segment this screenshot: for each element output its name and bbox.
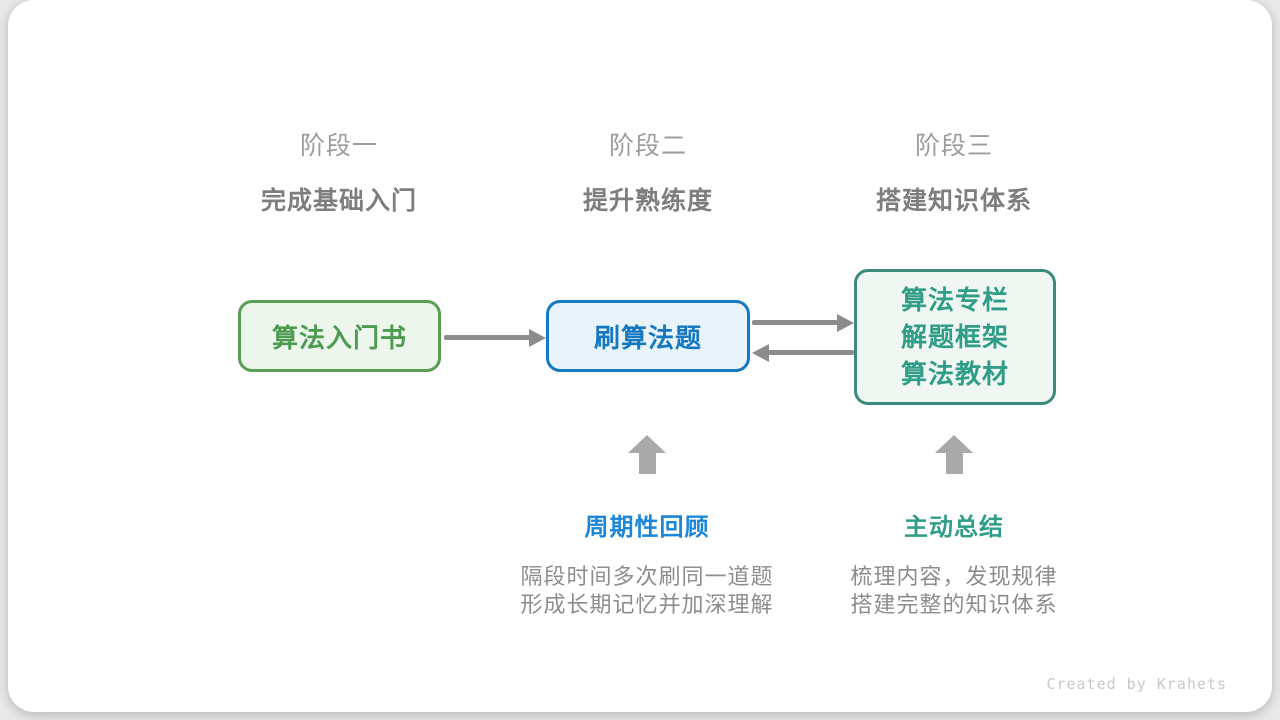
desc-line: 梳理内容，发现规律 — [850, 564, 1058, 589]
node-practice-label: 刷算法题 — [593, 322, 702, 353]
arrow-right-head-icon — [529, 328, 546, 347]
annotation-active-summary: 主动总结 梳理内容，发现规律 搭建完整的知识体系 — [850, 507, 1057, 619]
arrow-shaft — [444, 335, 530, 340]
node-resources-line-3: 算法教材 — [900, 358, 1009, 389]
up-arrow-head — [935, 435, 973, 453]
stage-2-subtitle: 提升熟练度 — [582, 187, 714, 215]
up-arrow-head — [628, 435, 666, 453]
stage-1-header: 阶段一 完成基础入门 — [261, 126, 417, 217]
annotation-periodic-review-desc: 隔段时间多次刷同一道题 形成长期记忆并加深理解 — [520, 563, 773, 619]
node-practice: 刷算法题 — [546, 300, 750, 372]
arrow-shaft — [768, 350, 854, 355]
node-resources-line-2: 解题框架 — [900, 321, 1009, 352]
stage-2-label: 阶段二 — [608, 132, 688, 160]
annotation-periodic-review: 周期性回顾 隔段时间多次刷同一道题 形成长期记忆并加深理解 — [520, 507, 773, 619]
stage-1-subtitle: 完成基础入门 — [260, 187, 418, 215]
up-arrow-stem — [638, 453, 656, 474]
annotation-active-summary-desc: 梳理内容，发现规律 搭建完整的知识体系 — [850, 563, 1057, 619]
up-arrow-icon — [628, 435, 666, 474]
desc-line: 形成长期记忆并加深理解 — [520, 592, 774, 617]
desc-line: 搭建完整的知识体系 — [850, 592, 1058, 617]
stage-3-header: 阶段三 搭建知识体系 — [876, 126, 1032, 217]
node-resources: 算法专栏 解题框架 算法教材 — [854, 269, 1056, 405]
stage-2-header: 阶段二 提升熟练度 — [583, 126, 713, 217]
annotation-active-summary-title: 主动总结 — [903, 514, 1004, 541]
arrow-shaft — [752, 320, 838, 325]
diagram-card: 阶段一 完成基础入门 阶段二 提升熟练度 阶段三 搭建知识体系 算法入门书 刷算… — [8, 0, 1272, 712]
arrow-right-head-icon — [837, 313, 854, 332]
node-intro-book: 算法入门书 — [238, 300, 441, 372]
annotation-periodic-review-title: 周期性回顾 — [584, 514, 710, 541]
credit-text: Created by Krahets — [1046, 675, 1227, 693]
stage-3-subtitle: 搭建知识体系 — [875, 187, 1033, 215]
up-arrow-stem — [945, 453, 963, 474]
arrow-left-head-icon — [752, 343, 769, 362]
stage-1-label: 阶段一 — [299, 132, 379, 160]
stage-3-label: 阶段三 — [914, 132, 994, 160]
node-resources-line-1: 算法专栏 — [900, 284, 1009, 315]
up-arrow-icon — [935, 435, 973, 474]
desc-line: 隔段时间多次刷同一道题 — [520, 564, 774, 589]
node-intro-book-label: 算法入门书 — [271, 322, 407, 353]
